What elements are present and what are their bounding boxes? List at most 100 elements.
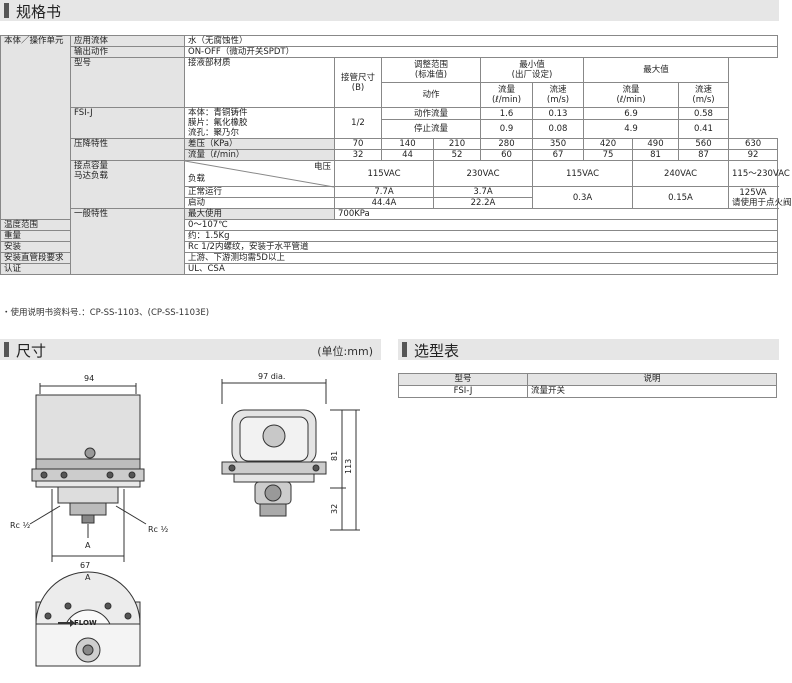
bottom-view xyxy=(35,571,141,667)
materials-cell: 本体：青铜铸件 膜片：氟化橡胶 流孔：聚乃尔 xyxy=(184,107,335,139)
spec-section-title: 规格书 xyxy=(16,3,62,21)
pressure-value: 210 xyxy=(433,138,481,150)
min-speed-label: 流速 xyxy=(549,85,567,95)
min-flow-header: 流量(ℓ/min) xyxy=(480,82,533,108)
flow-row-label: 流量（ℓ/min） xyxy=(184,149,335,161)
general-item-label: 安装直管段要求 xyxy=(0,252,71,264)
general-item-value: 上游、下游测均需5D以上 xyxy=(183,252,779,264)
pressure-value: 420 xyxy=(583,138,633,150)
flow-value: 81 xyxy=(632,149,679,161)
general-item-value: 700KPa xyxy=(333,208,779,220)
model-label: 型号 xyxy=(70,57,185,108)
start-230: 22.2A xyxy=(433,197,533,209)
action-off-label: 停止流量 xyxy=(381,119,481,139)
dim-diameter: 97 dia. xyxy=(258,372,285,381)
off-max-flow: 4.9 xyxy=(583,119,679,139)
on-max-flow: 6.9 xyxy=(583,107,679,120)
dim-width: 94 xyxy=(84,374,94,383)
pressure-value: 560 xyxy=(678,138,729,150)
flow-label: FLOW xyxy=(74,619,97,627)
sel-desc: 流量开关 xyxy=(527,385,777,398)
max-speed-label: 流速 xyxy=(694,85,712,95)
voltage-load-header: 电压 负载 xyxy=(184,160,335,188)
view-label-front: A xyxy=(85,541,91,550)
min-label: 最小值 xyxy=(519,60,545,70)
dim-unit: (单位:mm) xyxy=(317,345,373,358)
spec-table: 本体／操作单元 应用流体 水（无腐蚀性） 输出动作 ON-OFF（微动开关SPD… xyxy=(0,35,792,275)
voltage-115: 115VAC xyxy=(334,160,434,187)
voltage-230: 230VAC xyxy=(433,160,533,187)
normal-label: 正常运行 xyxy=(184,186,335,198)
on-max-speed: 0.58 xyxy=(678,107,729,120)
pressure-value: 280 xyxy=(480,138,533,150)
normal-115: 7.7A xyxy=(334,186,434,198)
min-speed-unit: (m/s) xyxy=(546,95,570,105)
min-flow-label: 流量 xyxy=(497,85,515,95)
flow-value: 67 xyxy=(532,149,584,161)
front-view xyxy=(29,383,147,562)
side-view xyxy=(221,379,360,531)
voltage-115-230: 115～230VAC xyxy=(727,160,790,187)
flow-value: 52 xyxy=(433,149,481,161)
fluid-value: 水（无腐蚀性） xyxy=(183,35,779,47)
max-flow-label: 流量 xyxy=(622,85,640,95)
min-flow-unit: (ℓ/min) xyxy=(491,95,522,105)
selection-table: 型号 说明 FSI-J 流量开关 xyxy=(398,373,777,398)
dim-height: 113 xyxy=(344,459,353,474)
general-item-value: 约：1.5Kg xyxy=(183,230,779,242)
flow-value: 32 xyxy=(334,149,382,161)
pressure-value: 630 xyxy=(727,138,779,150)
max-flow-header: 流量(ℓ/min) xyxy=(583,82,679,108)
dim-section-header: 尺寸 (单位:mm) xyxy=(0,339,381,360)
diagonal-divider xyxy=(184,160,335,188)
off-min-flow: 0.9 xyxy=(480,119,533,139)
adjust-sub: (标准值) xyxy=(414,70,448,80)
sel-section-header: 选型表 xyxy=(398,339,779,360)
dim-base: 67 xyxy=(80,561,90,570)
general-item-value: Rc 1/2内螺纹，安装于水平管道 xyxy=(183,241,779,253)
contact-cell: 接点容量 马达负载 xyxy=(70,160,185,209)
dim-lower: 32 xyxy=(330,504,339,514)
max-speed-header: 流速(m/s) xyxy=(678,82,729,108)
min-header: 最小值 (出厂设定) xyxy=(480,57,584,83)
table-row: FSI-J 流量开关 xyxy=(398,385,777,398)
model-value: FSI-J xyxy=(70,107,185,139)
general-item-label: 安装 xyxy=(0,241,71,253)
action-on-label: 动作流量 xyxy=(381,107,481,120)
general-item-label: 认证 xyxy=(0,263,71,275)
voltage-240: 240VAC xyxy=(632,160,729,187)
current-240: 0.15A xyxy=(632,186,729,209)
flow-value: 60 xyxy=(480,149,533,161)
adjust-header: 调整范围 (标准值) xyxy=(381,57,481,83)
flow-value: 87 xyxy=(678,149,729,161)
pipe-size-label: 接管尺寸 xyxy=(340,72,375,83)
dimension-drawing: 94 97 dia. 81 113 32 67 Rc ½ Rc ½ A A FL… xyxy=(10,372,360,667)
material-label: 接液部材质 xyxy=(184,57,335,108)
pilot-note: 请使用于点火阀 xyxy=(732,197,792,208)
pressure-row-label: 差压（KPa） xyxy=(184,138,335,150)
pressure-value: 70 xyxy=(334,138,382,150)
current-115: 0.3A xyxy=(532,186,633,209)
adjust-label: 调整范围 xyxy=(413,60,448,70)
material-diaphragm: 膜片：氟化橡胶 xyxy=(188,118,248,128)
section-marker xyxy=(4,342,9,357)
general-label: 一般特性 xyxy=(70,208,185,275)
material-body: 本体：青铜铸件 xyxy=(188,108,248,118)
on-min-speed: 0.13 xyxy=(532,107,584,120)
voltage-115-b: 115VAC xyxy=(532,160,633,187)
fluid-label: 应用流体 xyxy=(70,35,185,47)
off-max-speed: 0.41 xyxy=(678,119,729,139)
pipe-size-header: 接管尺寸 (B) xyxy=(334,57,382,108)
sel-header-desc: 说明 xyxy=(527,373,777,386)
flow-value: 75 xyxy=(583,149,633,161)
load-label: 负载 xyxy=(188,174,206,184)
start-label: 启动 xyxy=(184,197,335,209)
pressure-value: 140 xyxy=(381,138,434,150)
port-label-right: Rc ½ xyxy=(148,525,169,534)
pilot-va: 125VA xyxy=(739,187,767,198)
dim-section-title: 尺寸 xyxy=(16,342,47,360)
manual-note: ・使用说明书资料号.：CP-SS-1103、(CP-SS-1103E) xyxy=(2,308,210,318)
output-label: 输出动作 xyxy=(70,46,185,58)
section-marker xyxy=(4,3,9,18)
max-speed-unit: (m/s) xyxy=(692,95,715,105)
